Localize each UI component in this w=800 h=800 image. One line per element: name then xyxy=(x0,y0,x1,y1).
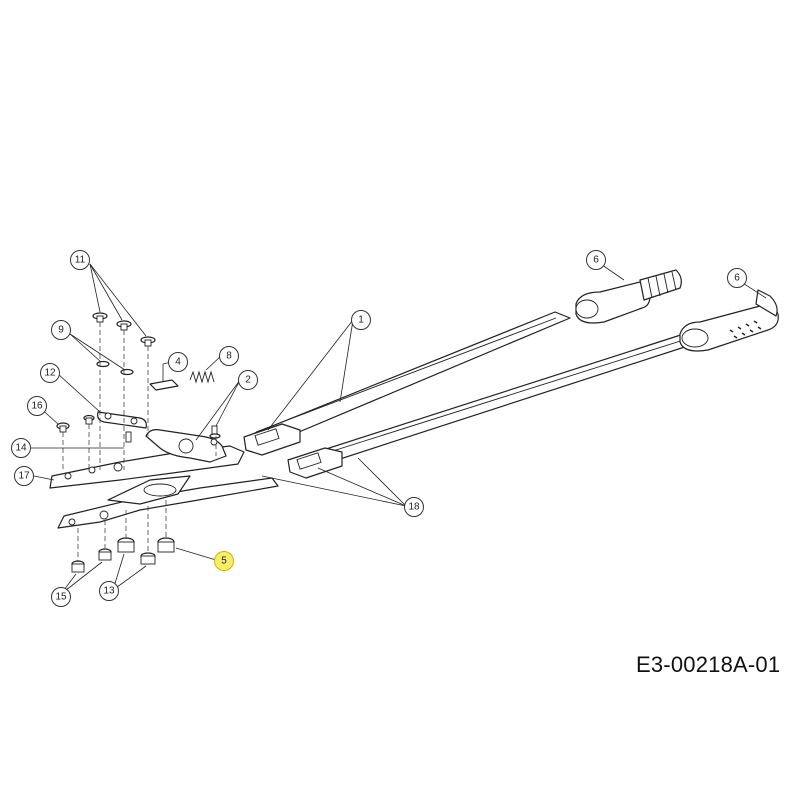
callout-circle xyxy=(351,310,371,330)
leader-lines xyxy=(31,259,767,595)
callout-number: 12 xyxy=(44,368,56,379)
callout-number: 16 xyxy=(31,401,43,412)
gear-lever-plate xyxy=(145,429,227,463)
callout-14: 14 xyxy=(11,438,31,458)
callout-2: 2 xyxy=(238,370,258,390)
callout-number: 13 xyxy=(103,586,115,597)
callout-6: 6 xyxy=(586,250,606,270)
callout-circle xyxy=(11,438,31,458)
callout-13: 13 xyxy=(99,581,119,601)
callout-circle xyxy=(51,587,71,607)
lower-blade xyxy=(57,475,279,529)
callout-circle xyxy=(14,466,34,486)
callout-16: 16 xyxy=(27,396,47,416)
callout-6: 6 xyxy=(727,268,747,288)
callout-12: 12 xyxy=(40,363,60,383)
callout-number: 6 xyxy=(734,273,740,284)
clip-part xyxy=(149,379,179,391)
callout-circle xyxy=(727,268,747,288)
callout-number: 5 xyxy=(221,556,227,567)
assembly-lines xyxy=(62,322,217,562)
callout-number: 9 xyxy=(58,325,64,336)
callout-9: 9 xyxy=(51,320,71,340)
callout-number: 2 xyxy=(245,375,251,386)
callout-circle xyxy=(404,497,424,517)
callout-circle xyxy=(40,363,60,383)
document-code: E3-00218A-01 xyxy=(636,652,781,677)
callout-number: 11 xyxy=(75,255,86,266)
callout-number: 8 xyxy=(226,351,232,362)
callout-number: 18 xyxy=(408,502,420,513)
callout-circle xyxy=(219,346,239,366)
callout-number: 14 xyxy=(15,443,27,454)
callout-number: 4 xyxy=(175,357,181,368)
callout-circle xyxy=(214,551,234,571)
upper-grip xyxy=(575,269,682,324)
nuts-bottom xyxy=(71,537,175,573)
spring xyxy=(189,370,215,384)
callout-circle xyxy=(70,250,90,270)
callout-18: 18 xyxy=(404,497,424,517)
lower-grip xyxy=(679,289,779,352)
callout-number: 1 xyxy=(358,315,364,326)
callout-15: 15 xyxy=(51,587,71,607)
callout-circle xyxy=(586,250,606,270)
callout-1: 1 xyxy=(351,310,371,330)
callout-number: 15 xyxy=(55,592,67,603)
callout-number: 6 xyxy=(593,255,599,266)
callout-8: 8 xyxy=(219,346,239,366)
callout-17: 17 xyxy=(14,466,34,486)
link-plate xyxy=(97,411,147,429)
callout-circle xyxy=(238,370,258,390)
callout-4: 4 xyxy=(168,352,188,372)
callout-11: 11 xyxy=(70,250,90,270)
upper-handle-arm xyxy=(243,311,571,456)
lower-handle-arm xyxy=(287,331,701,479)
callout-circle xyxy=(27,396,47,416)
callout-circle xyxy=(51,320,71,340)
callout-circle xyxy=(99,581,119,601)
callout-circle xyxy=(168,352,188,372)
callout-number: 17 xyxy=(18,471,30,482)
callout-5: 5 xyxy=(214,551,234,571)
